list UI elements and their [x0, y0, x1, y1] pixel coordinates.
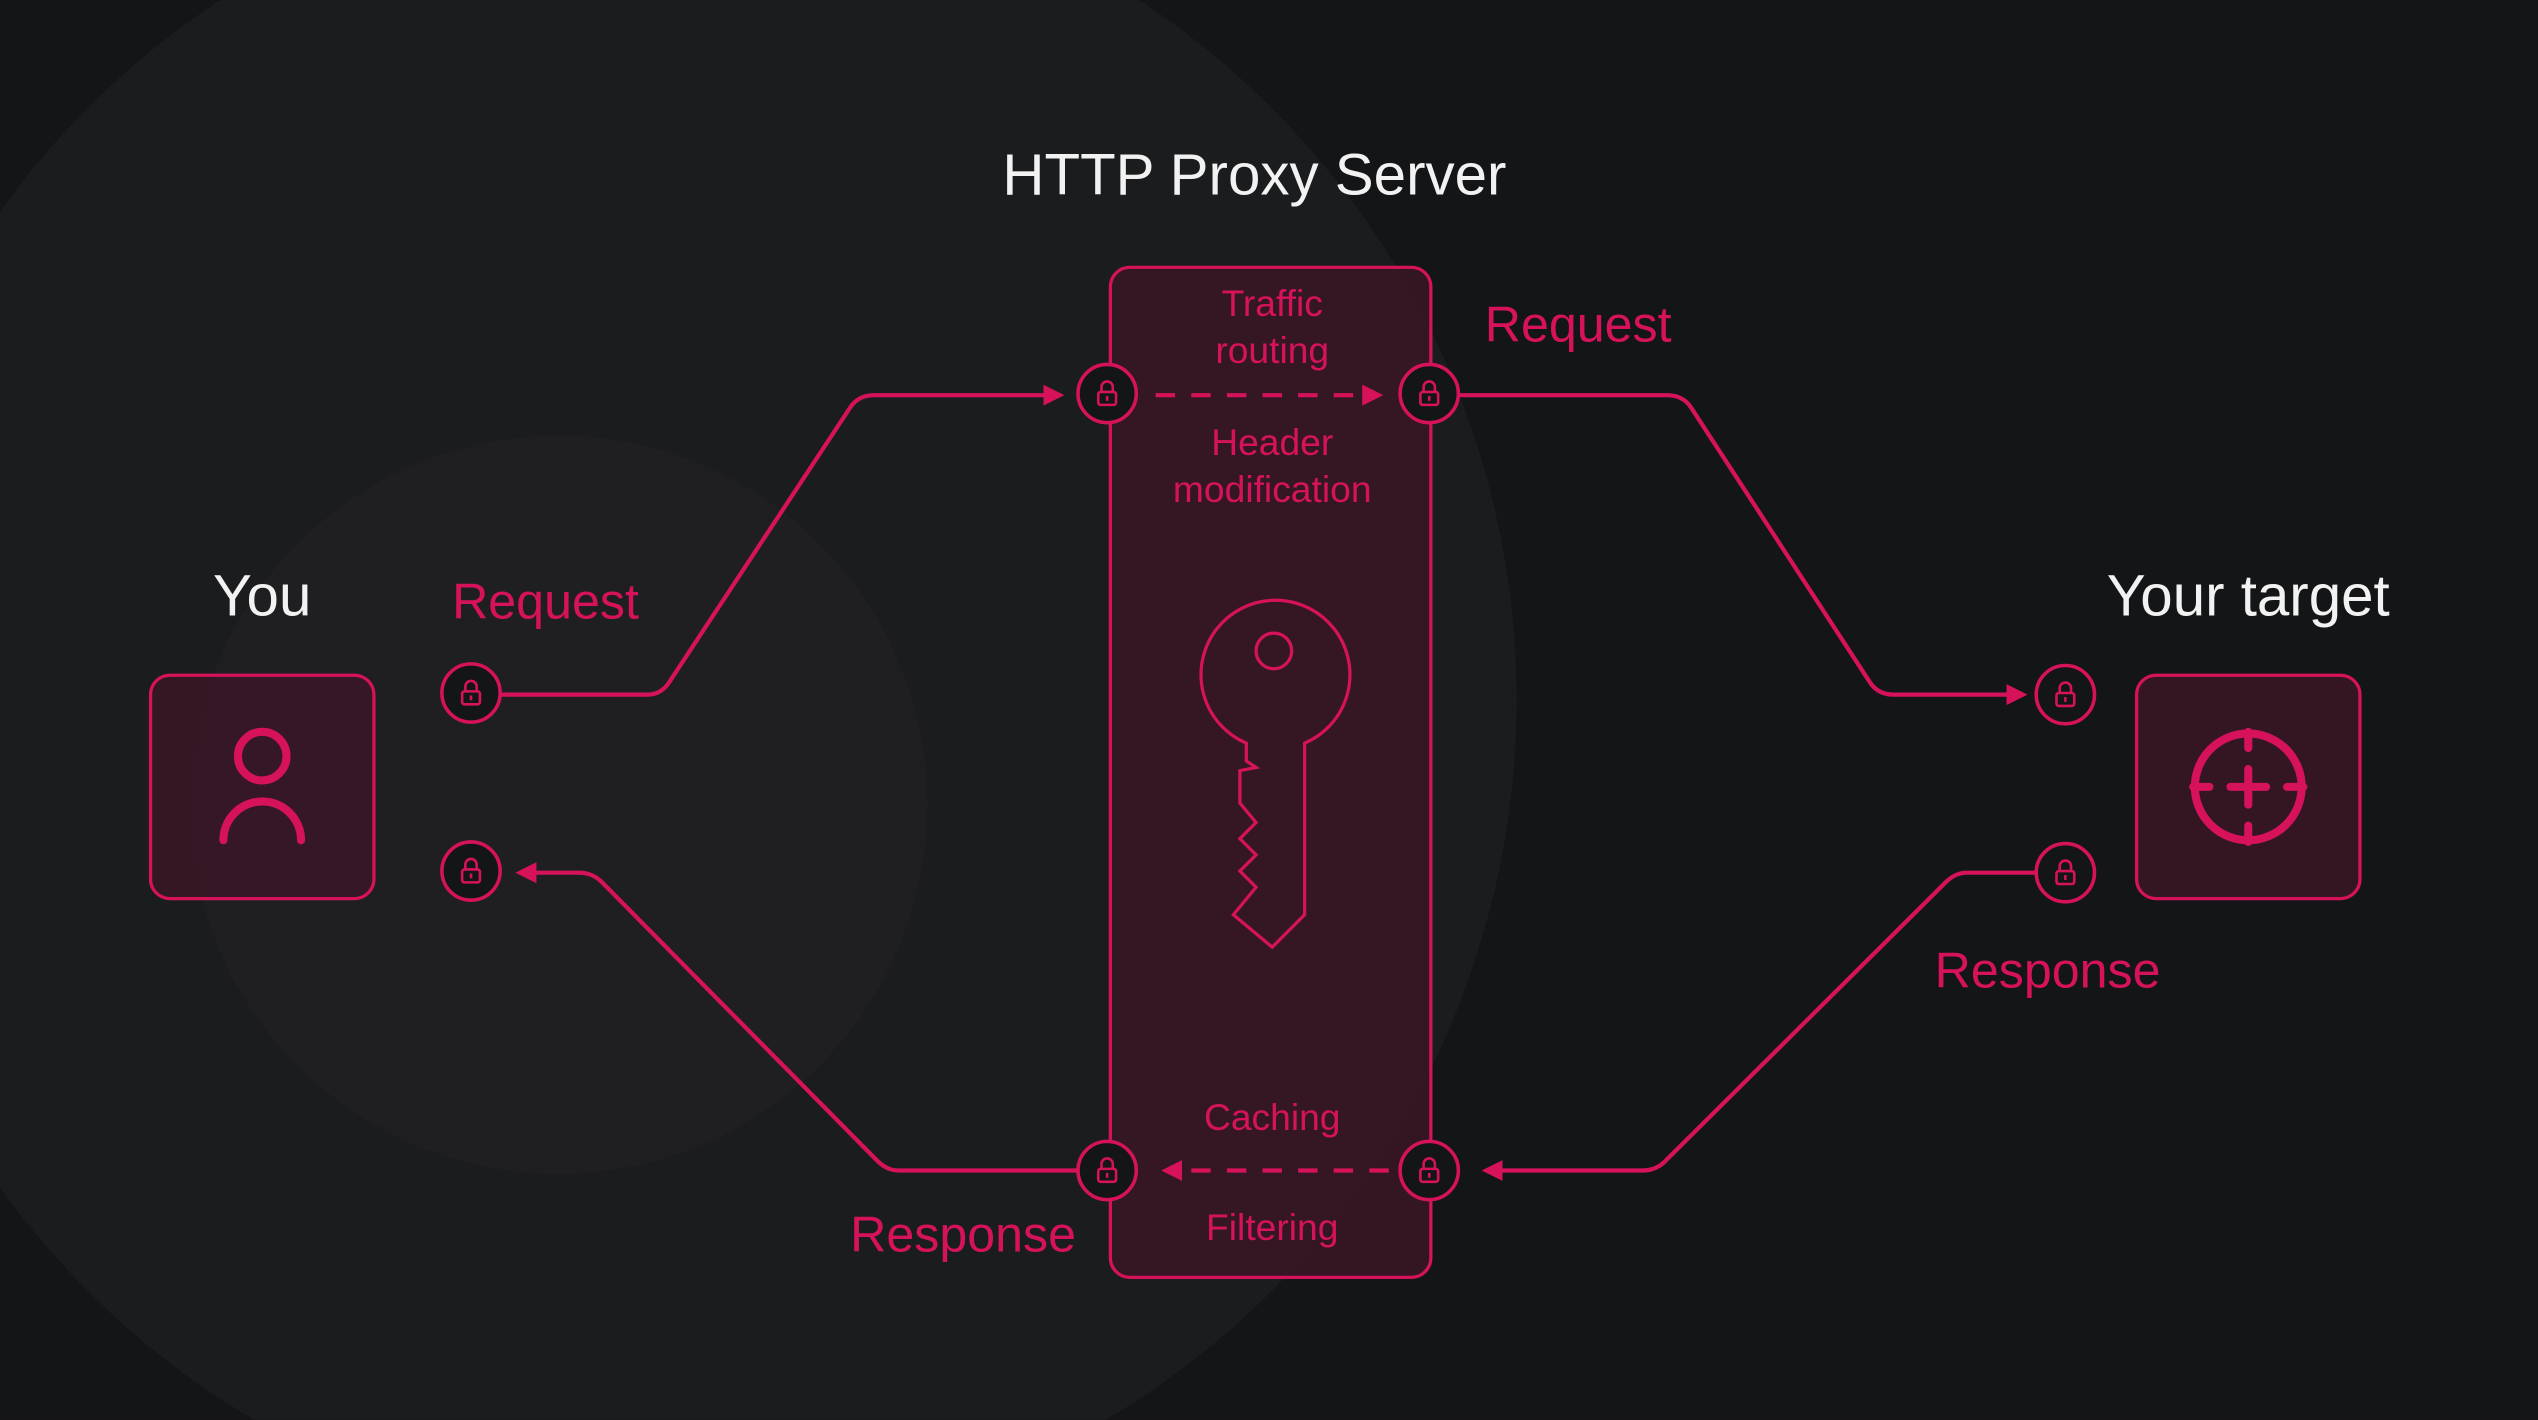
caching-label: Caching — [1204, 1096, 1341, 1138]
lock-icon — [1398, 1139, 1461, 1202]
lock-icon — [1076, 1139, 1139, 1202]
response-label-left: Response — [850, 1206, 1076, 1262]
lock-icon — [1398, 362, 1461, 425]
request-arrow-client-to-proxy — [500, 384, 1065, 697]
user-icon — [219, 727, 306, 845]
header-modification-label-1: Header — [1211, 421, 1333, 463]
filtering-label: Filtering — [1206, 1206, 1338, 1248]
request-arrow-proxy-to-target — [1459, 393, 2028, 706]
response-arrow-proxy-to-client — [515, 862, 1079, 1173]
lock-icon — [1076, 362, 1139, 425]
target-box — [2134, 673, 2362, 901]
lock-icon — [2034, 663, 2097, 726]
background-circle-small — [189, 435, 928, 1174]
request-label-left: Request — [452, 574, 639, 630]
response-label-right: Response — [1935, 943, 2161, 999]
proxy-server-box — [1108, 265, 1433, 1279]
traffic-routing-label-1: Traffic — [1222, 282, 1323, 324]
target-label: Your target — [2107, 563, 2390, 628]
you-label: You — [213, 563, 311, 628]
diagram-title: HTTP Proxy Server — [1002, 142, 1506, 207]
key-icon — [1199, 598, 1352, 950]
header-modification-label-2: modification — [1173, 468, 1372, 510]
you-box — [148, 673, 376, 901]
lock-icon — [440, 840, 502, 902]
lock-icon — [440, 662, 502, 724]
crosshair-icon — [2189, 727, 2308, 846]
response-arrow-target-to-proxy — [1481, 870, 2037, 1182]
request-label-right: Request — [1485, 297, 1672, 353]
lock-icon — [2034, 841, 2097, 904]
traffic-routing-label-2: routing — [1215, 329, 1329, 371]
